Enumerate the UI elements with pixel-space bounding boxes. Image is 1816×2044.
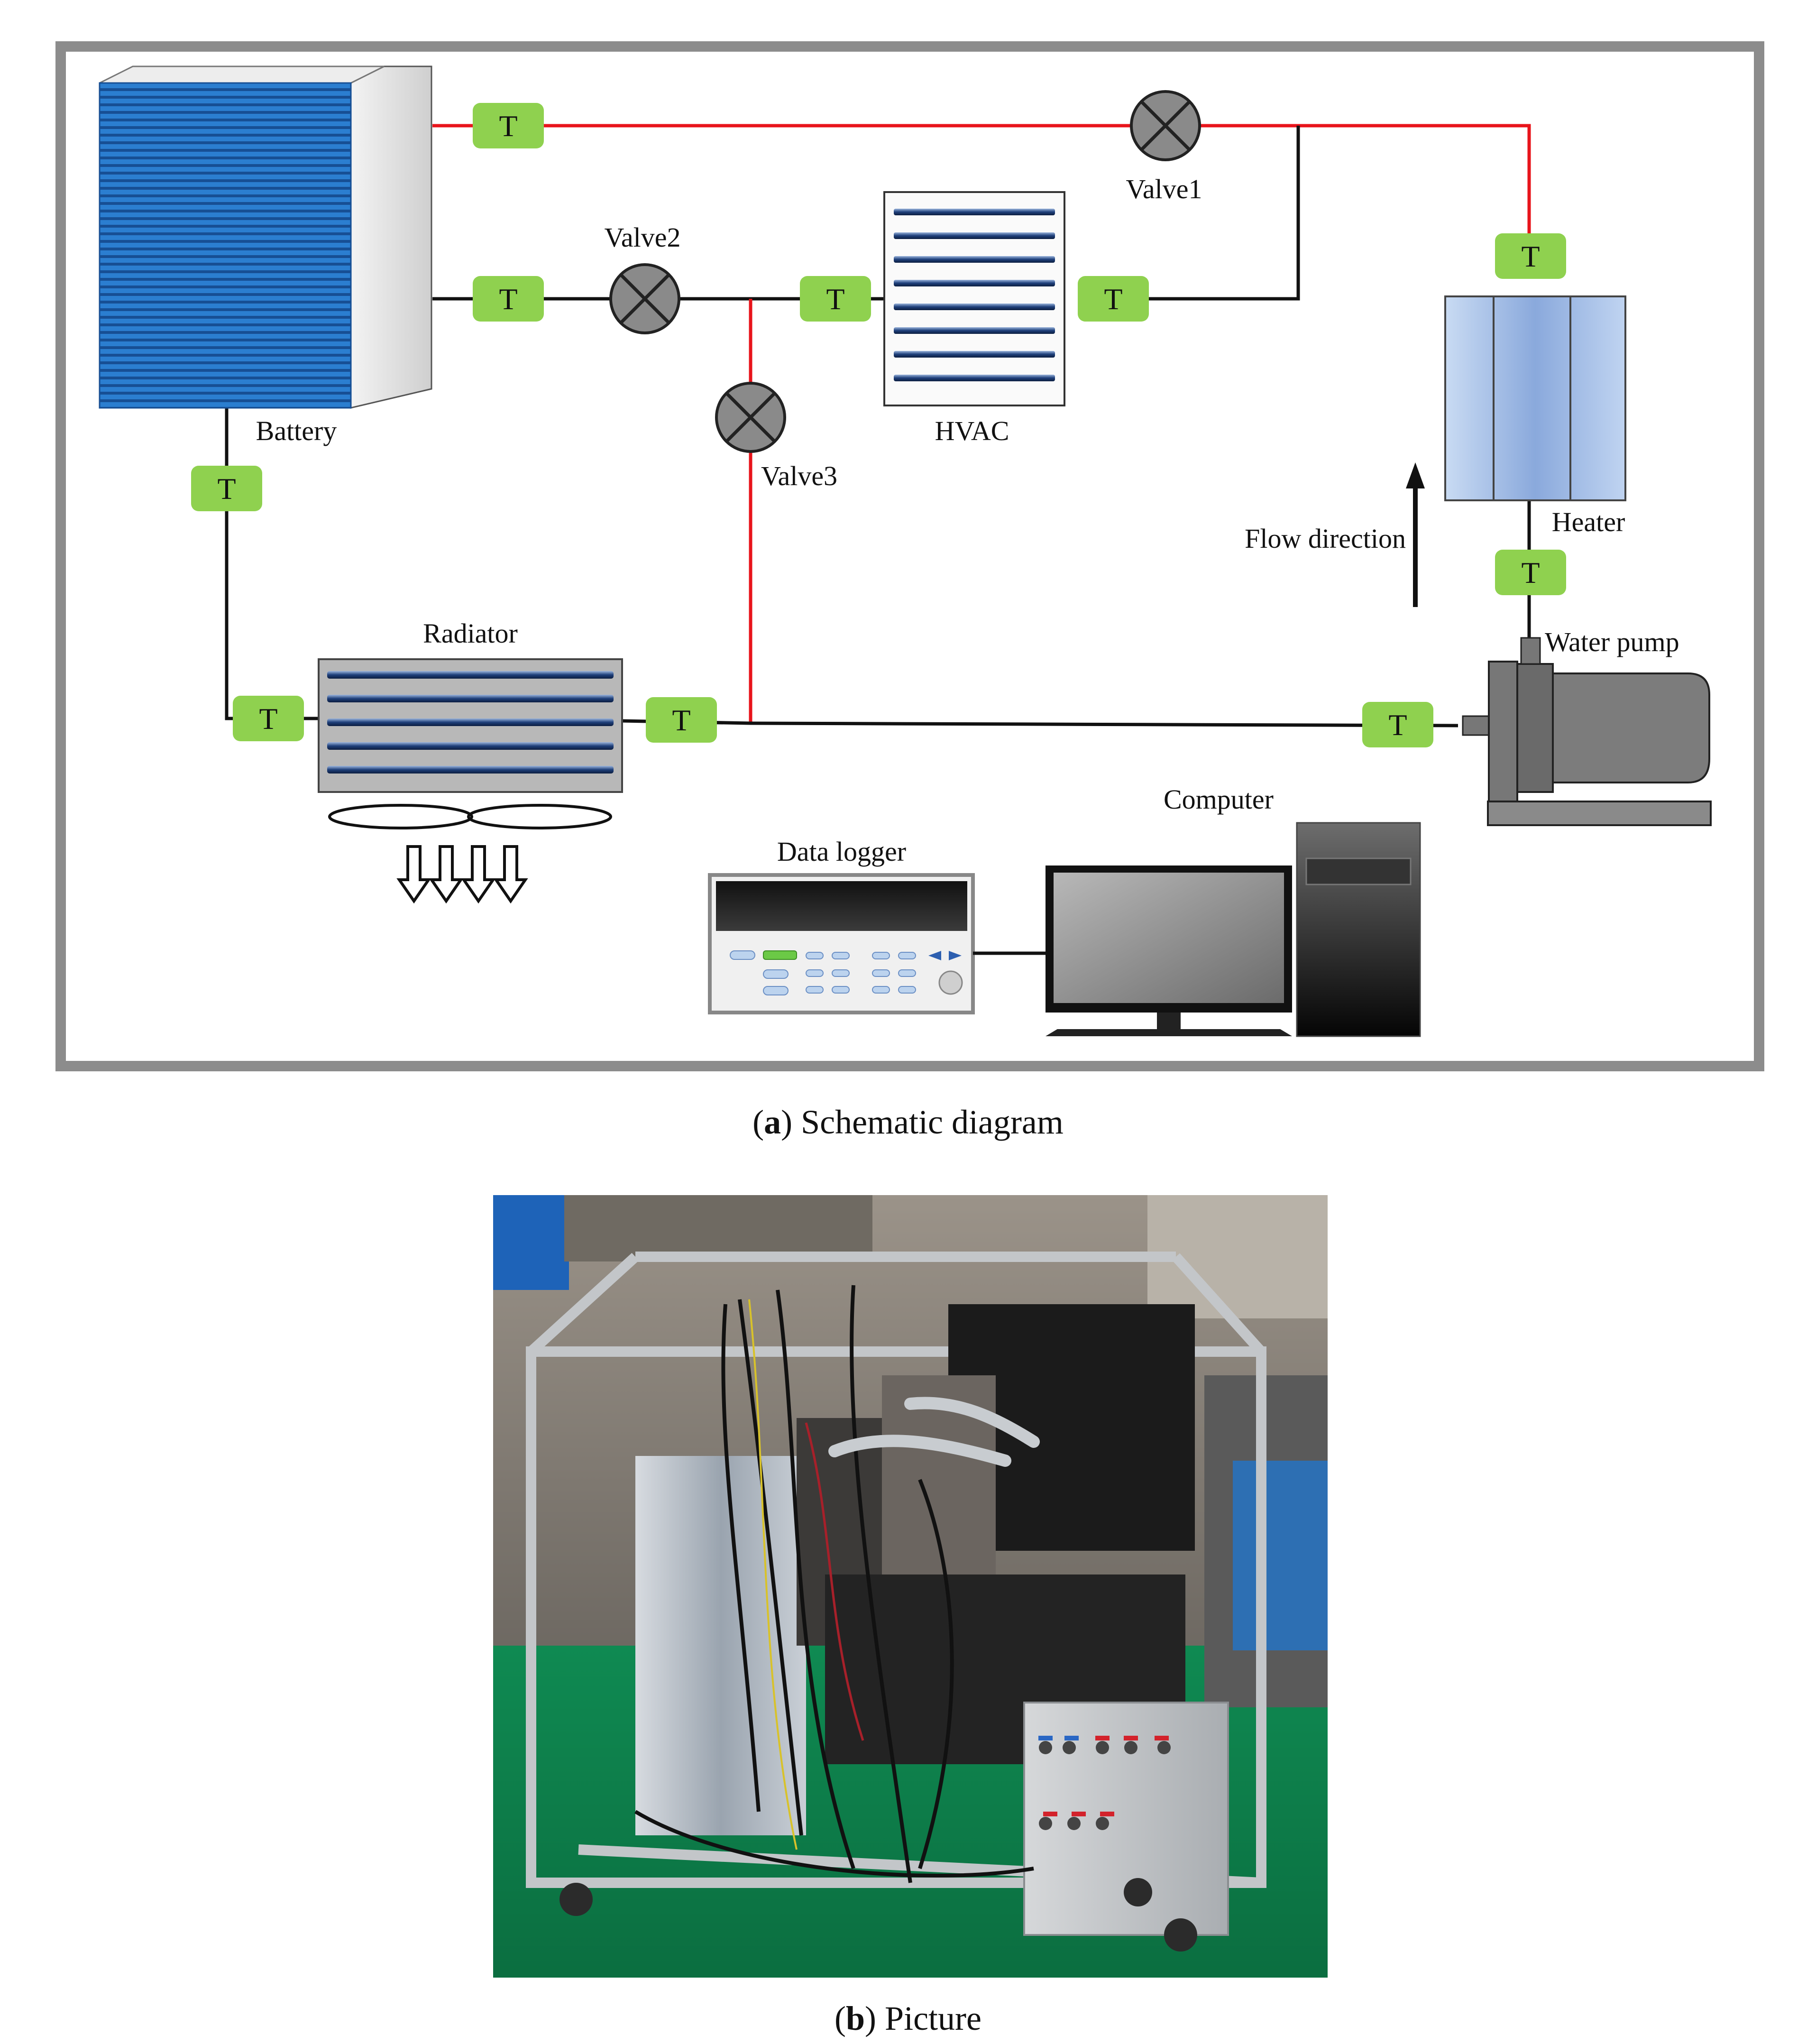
- airflow-arrows-icon: [396, 845, 528, 904]
- test-rig-photo: [493, 1195, 1328, 1978]
- sensor-t10: T: [1362, 702, 1433, 747]
- flow-direction-arrow-icon: [1406, 462, 1425, 607]
- valve1: [1131, 92, 1200, 160]
- svg-text:T: T: [259, 702, 277, 736]
- sensor-t2: T: [473, 276, 544, 322]
- temperature-sensors: T T T T T T T T T T: [191, 103, 1566, 747]
- water-pump: [1462, 637, 1712, 826]
- data-logger-label: Data logger: [777, 836, 906, 867]
- valve2: [611, 265, 679, 333]
- battery: [99, 65, 432, 409]
- valve3: [716, 383, 785, 451]
- valve1-label: Valve1: [1126, 174, 1202, 204]
- caption-a: (a) Schematic diagram: [752, 1103, 1064, 1141]
- svg-text:T: T: [1521, 239, 1540, 273]
- caption-b: (b) Picture: [835, 1999, 981, 2037]
- radiator: [318, 658, 623, 793]
- valve3-label: Valve3: [761, 460, 837, 491]
- svg-text:T: T: [1104, 282, 1122, 316]
- svg-text:T: T: [1388, 708, 1407, 742]
- sensor-t7: T: [233, 696, 304, 741]
- sensor-t8: T: [646, 697, 717, 743]
- sensor-t6: T: [191, 466, 262, 511]
- radiator-fan-icon: [328, 804, 612, 829]
- svg-text:T: T: [672, 703, 690, 737]
- svg-text:T: T: [217, 472, 236, 506]
- sensor-t1: T: [473, 103, 544, 148]
- heater: [1444, 295, 1626, 501]
- water-pump-label: Water pump: [1545, 626, 1679, 657]
- heater-label: Heater: [1552, 506, 1625, 537]
- computer: [1046, 822, 1421, 1037]
- sensor-t9: T: [1495, 550, 1566, 595]
- sensor-t4: T: [1078, 276, 1149, 322]
- radiator-label: Radiator: [423, 618, 518, 649]
- svg-text:T: T: [499, 109, 517, 143]
- flow-direction-label: Flow direction: [1245, 523, 1406, 554]
- computer-label: Computer: [1164, 784, 1274, 815]
- svg-text:T: T: [499, 282, 517, 316]
- sensor-t3: T: [800, 276, 871, 322]
- hvac-unit: [883, 191, 1065, 406]
- schematic-diagram: Battery HVAC Heater Water pump: [55, 41, 1764, 1071]
- svg-text:T: T: [826, 282, 844, 316]
- battery-label: Battery: [256, 415, 337, 446]
- sensor-t5: T: [1495, 233, 1566, 279]
- svg-text:T: T: [1521, 556, 1540, 589]
- data-logger: [708, 873, 975, 1014]
- valve2-label: Valve2: [604, 222, 680, 253]
- hvac-label: HVAC: [935, 415, 1009, 446]
